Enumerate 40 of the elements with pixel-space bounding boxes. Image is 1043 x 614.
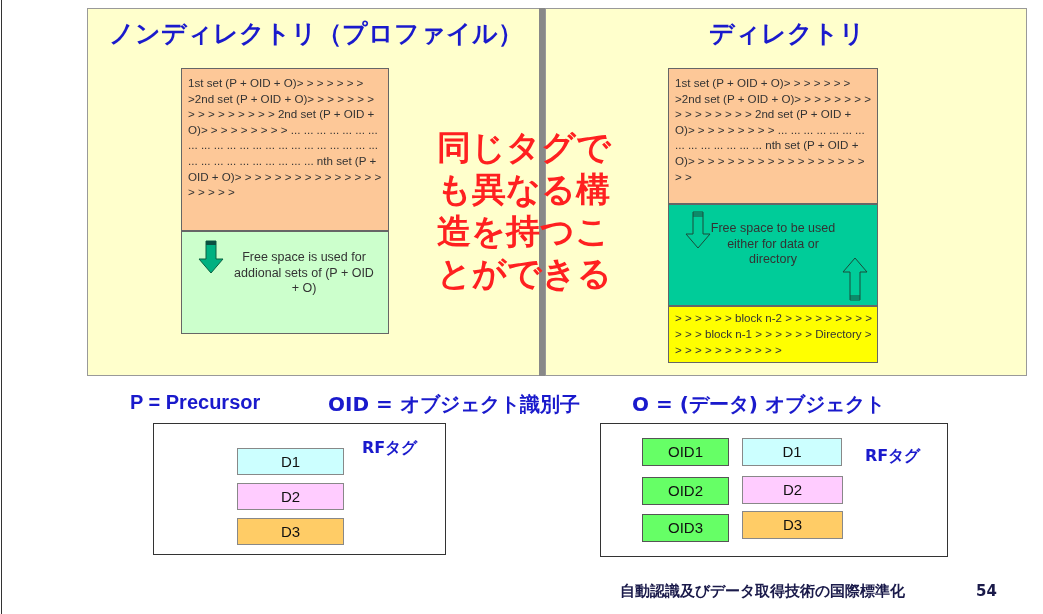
field-label: D3: [781, 515, 804, 535]
object-id-field: [642, 477, 729, 505]
field-label: D2: [781, 480, 804, 500]
data-field: [237, 448, 344, 475]
field-label: OID3: [667, 518, 704, 538]
field-label: D3: [279, 522, 302, 542]
data-field: [742, 476, 843, 504]
rf-tag-frame: [600, 423, 948, 557]
data-field: [742, 511, 843, 539]
footer-text: 自動認識及びデータ取得技術の国際標準化: [620, 582, 905, 601]
rf-tag-frame: [153, 423, 446, 555]
page-number: 54: [976, 582, 997, 600]
free-space-note: Free space is used for addional sets of (P + OID + O): [234, 250, 374, 297]
column-heading: ディレクトリ: [708, 18, 866, 50]
tag-label: RFタグ: [362, 438, 419, 458]
callout-text: 同じタグでも異なる構造を持つことができる: [437, 126, 613, 294]
directory-content: > > > > > > block n-2 > > > > > > > > > > > > block n-1 > > > > > > Directory > > > > > > > > > > > >: [674, 310, 873, 358]
data-field: [237, 518, 344, 545]
free-space-note: Free space to be used either for data or directory: [709, 221, 837, 268]
data-field: [237, 483, 344, 510]
definition-text: O = (データ) オブジェクト: [632, 391, 885, 418]
definition-text: P = Precursor: [130, 391, 261, 414]
memory-content: 1st set (P + OID + O)> > > > > > > >2nd set (P + OID + O)> > > > > > > > > > > > > > > > 2nd set (P + OID + O)> > > > > > > > > ... ... ... ... ... ... ... ... ... ... ... ... ... ... nth set (P + OID + O)> > > > > > > > > > > > > > > > > > > >: [674, 75, 873, 185]
directory-block: [668, 306, 878, 363]
object-id-field: [642, 438, 729, 466]
free-space-block: [668, 204, 878, 306]
field-label: D1: [781, 442, 803, 462]
free-space-block: [181, 231, 389, 334]
column-heading: ノンディレクトリ（プロファイル）: [107, 18, 524, 50]
field-label: OID2: [667, 481, 704, 501]
definition-text: OID = オブジェクト識別子: [328, 391, 580, 418]
field-label: D2: [279, 487, 302, 507]
object-id-field: [642, 514, 729, 542]
memory-block: [181, 68, 389, 231]
field-label: OID1: [667, 442, 704, 462]
memory-content: 1st set (P + OID + O)> > > > > > > >2nd set (P + OID + O)> > > > > > > > > > > > > > > > 2nd set (P + OID + O)> > > > > > > > > ... ... ... ... ... ... ... ... ... ... ... ... ... ... ... ... ... ... ... ... ... ... ... ... ... ... ... ... ... ... ... ... nth set (P + OID + O)> > > > > > > > > > > > > > > > > > > >: [187, 75, 383, 201]
memory-block: [668, 68, 878, 204]
field-label: D1: [279, 452, 302, 472]
data-field: [742, 438, 842, 466]
tag-label: RFタグ: [865, 446, 922, 466]
